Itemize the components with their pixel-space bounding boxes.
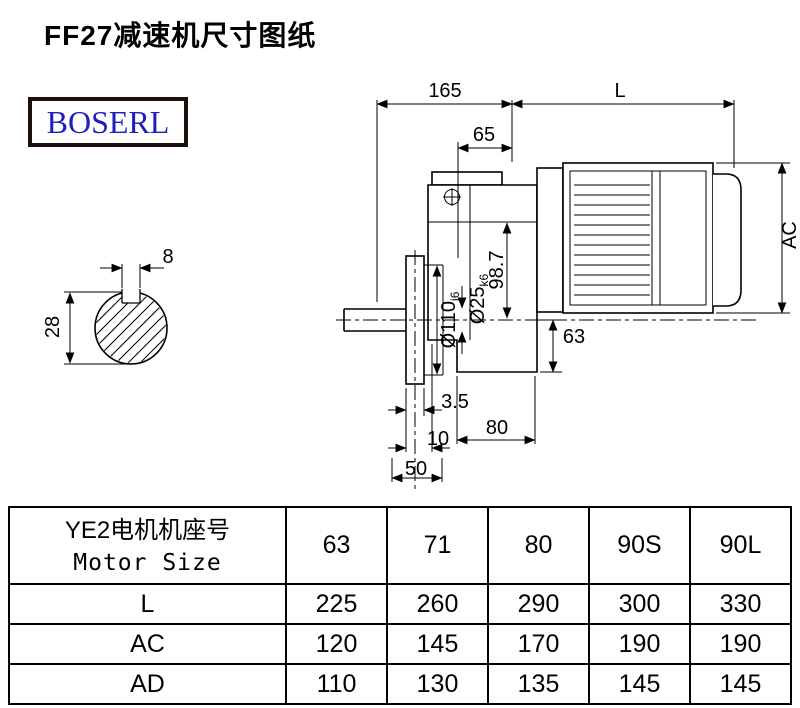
table-cell: 130 bbox=[386, 663, 489, 705]
table-row-L: L 225 260 290 300 330 bbox=[8, 583, 792, 625]
table-cell: 225 bbox=[285, 583, 388, 625]
dim-AC: AC bbox=[779, 221, 800, 249]
table-cell: 290 bbox=[487, 583, 590, 625]
table-row-header: YE2电机机座号 Motor Size 63 71 80 90S 90L bbox=[8, 506, 792, 585]
table-cell: 170 bbox=[487, 623, 590, 665]
dim-L: L bbox=[614, 80, 626, 102]
dim-65: 65 bbox=[472, 124, 496, 146]
table-cell: 190 bbox=[588, 623, 691, 665]
table-cell: 110 bbox=[285, 663, 388, 705]
dim-3-5: 3.5 bbox=[441, 391, 469, 413]
row-label-AC: AC bbox=[8, 623, 287, 665]
dim-flange-spigot-fit: j6 bbox=[448, 291, 462, 301]
dimension-drawing bbox=[64, 99, 790, 492]
table-cell: 300 bbox=[588, 583, 691, 625]
table-cell: 260 bbox=[386, 583, 489, 625]
dim-80: 80 bbox=[485, 417, 509, 439]
table-row-AC: AC 120 145 170 190 190 bbox=[8, 623, 792, 665]
brand-logo: BOSERL bbox=[28, 97, 188, 147]
dim-shaft-dia-value: Ø25 bbox=[467, 286, 489, 325]
dim-50: 50 bbox=[404, 458, 428, 480]
dim-flange-spigot: Ø110j6 bbox=[438, 277, 466, 363]
dim-shaft-dia: Ø25k6 bbox=[467, 261, 495, 337]
table-cell: 120 bbox=[285, 623, 388, 665]
table-row-AD: AD 110 130 135 145 145 bbox=[8, 663, 792, 705]
motor-size-label-cn: YE2电机机座号 bbox=[64, 516, 231, 544]
table-cell: 190 bbox=[689, 623, 792, 665]
dimension-lines bbox=[64, 99, 790, 483]
motor-size-header-cell: YE2电机机座号 Motor Size bbox=[8, 506, 287, 585]
spec-table: YE2电机机座号 Motor Size 63 71 80 90S 90L L 2… bbox=[8, 506, 792, 705]
table-cell: 145 bbox=[386, 623, 489, 665]
motor-size-90L: 90L bbox=[689, 506, 792, 585]
dim-flange-spigot-value: Ø110 bbox=[438, 300, 460, 349]
motor-size-63: 63 bbox=[285, 506, 388, 585]
motor-size-80: 80 bbox=[487, 506, 590, 585]
dim-8: 8 bbox=[162, 246, 174, 268]
row-label-L: L bbox=[8, 583, 287, 625]
table-cell: 330 bbox=[689, 583, 792, 625]
dim-shaft-dia-fit: k6 bbox=[477, 273, 491, 287]
motor-size-label-en: Motor Size bbox=[73, 549, 222, 576]
table-cell: 135 bbox=[487, 663, 590, 705]
motor-size-71: 71 bbox=[386, 506, 489, 585]
dim-28: 28 bbox=[42, 315, 64, 339]
dim-63: 63 bbox=[562, 326, 586, 348]
main-view-details bbox=[424, 170, 707, 376]
main-view-outline bbox=[343, 162, 742, 385]
dim-10: 10 bbox=[426, 428, 450, 450]
table-cell: 145 bbox=[588, 663, 691, 705]
table-cell: 145 bbox=[689, 663, 792, 705]
motor-size-90S: 90S bbox=[588, 506, 691, 585]
dim-165: 165 bbox=[428, 80, 462, 102]
row-label-AD: AD bbox=[8, 663, 287, 705]
page-title: FF27减速机尺寸图纸 bbox=[44, 20, 317, 51]
